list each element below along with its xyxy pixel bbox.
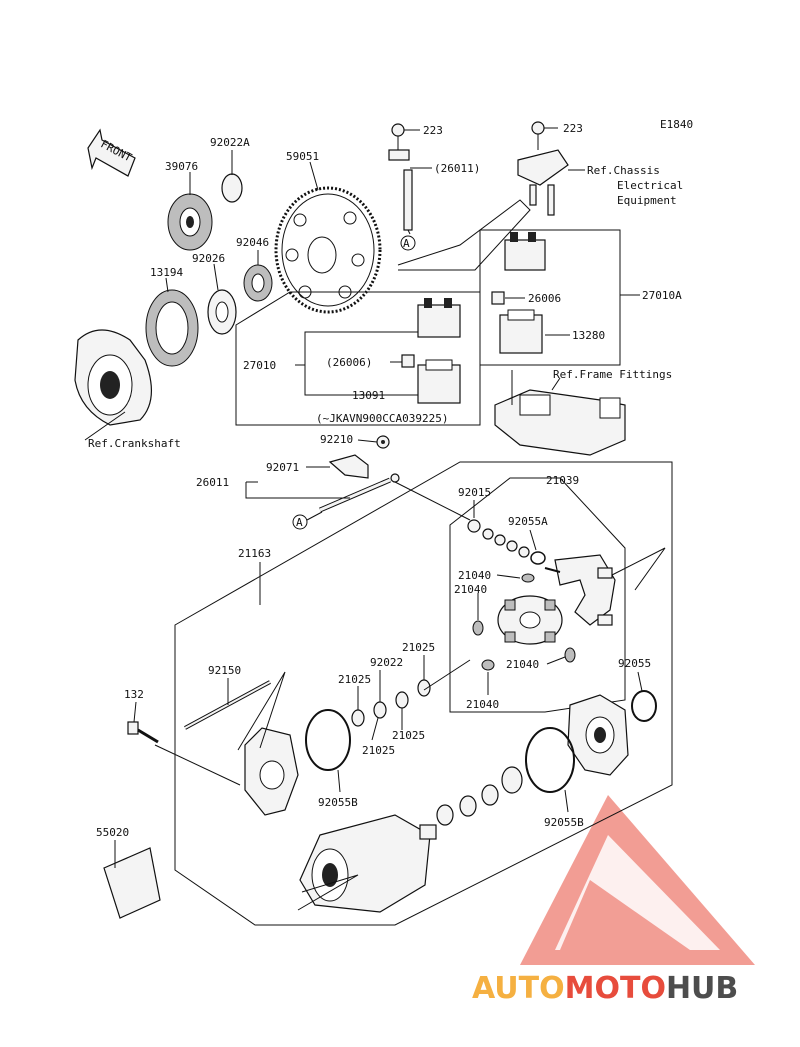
brush-assembly — [544, 554, 616, 626]
motor-yoke — [299, 814, 437, 913]
label-223-b: 223 — [563, 122, 583, 135]
sleeve-55020 — [103, 847, 161, 919]
box-21039 — [449, 477, 626, 713]
fuse-26006 — [491, 291, 505, 305]
label-21025-3: 21025 — [362, 744, 395, 757]
label-92055b-left: 92055B — [318, 796, 358, 809]
end-cover-left — [244, 727, 299, 816]
label-59051: 59051 — [286, 150, 319, 163]
ref-crankshaft: Ref.Crankshaft — [88, 437, 181, 450]
label-92150: 92150 — [208, 664, 241, 677]
callout-a-bottom: A — [296, 516, 303, 529]
label-21025-1: 21025 — [402, 641, 435, 654]
cap-92071 — [328, 454, 369, 479]
bearing-92046 — [243, 264, 273, 302]
label-223-a: 223 — [423, 124, 443, 137]
label-92015: 92015 — [458, 486, 491, 499]
label-132: 132 — [124, 688, 144, 701]
label-21163: 21163 — [238, 547, 271, 560]
box-21163 — [174, 461, 673, 926]
label-92055a: 92055A — [508, 515, 548, 528]
label-39076: 39076 — [165, 160, 198, 173]
gear-59051 — [274, 186, 382, 314]
bolt-223 — [517, 121, 569, 216]
oring-92055 — [631, 690, 657, 722]
callout-a-top: A — [403, 237, 410, 250]
label-92022: 92022 — [370, 656, 403, 669]
label-92046: 92046 — [236, 236, 269, 249]
label-26011-paren: (26011) — [434, 162, 480, 175]
bolt-132 — [127, 721, 159, 744]
label-21039: 21039 — [546, 474, 579, 487]
watermark-moto: MOTO — [565, 971, 666, 1006]
label-21040-1: 21040 — [458, 569, 491, 582]
ref-chassis-1: Ref.Chassis — [587, 164, 660, 177]
nut-92210 — [376, 435, 390, 449]
front-arrow: FRONT — [87, 128, 136, 177]
label-21040-2: 21040 — [454, 583, 487, 596]
watermark-hub: HUB — [666, 971, 738, 1006]
gear-39076 — [167, 193, 213, 251]
label-27010a: 27010A — [642, 289, 682, 302]
label-92055b-right: 92055B — [544, 816, 584, 829]
watermark-text: AUTOMOTOHUB — [472, 971, 738, 1006]
serial-range-note: (~JKAVN900CCA039225) — [316, 412, 448, 425]
label-55020: 55020 — [96, 826, 129, 839]
relay-27010 — [417, 298, 461, 338]
watermark-logo — [520, 795, 755, 965]
label-21025-4: 21025 — [392, 729, 425, 742]
ref-chassis-2: Electrical — [617, 179, 683, 192]
label-26006: 26006 — [528, 292, 561, 305]
label-92071: 92071 — [266, 461, 299, 474]
box-27010 — [235, 291, 481, 426]
label-21040-3: 21040 — [506, 658, 539, 671]
oring-92055b-left — [305, 709, 351, 771]
cover-13091 — [417, 359, 461, 404]
label-92055: 92055 — [618, 657, 651, 670]
frame-fittings — [494, 389, 626, 456]
label-26006-paren: (26006) — [326, 356, 372, 369]
ref-frame-fittings: Ref.Frame Fittings — [553, 368, 672, 381]
nuts-92015 — [467, 519, 530, 558]
label-27010: 27010 — [243, 359, 276, 372]
end-cover-right — [567, 694, 629, 776]
oring-92055b-right — [525, 727, 575, 793]
ref-chassis-3: Equipment — [617, 194, 677, 207]
label-92026: 92026 — [192, 252, 225, 265]
relay-27010a — [504, 232, 546, 271]
clutch-13194 — [145, 289, 199, 367]
flywheel — [74, 329, 153, 426]
springs-21040 — [472, 573, 576, 671]
fuse-26006-old — [401, 354, 415, 368]
washers-21025 — [351, 679, 431, 727]
label-13091: 13091 — [352, 389, 385, 402]
label-13194: 13194 — [150, 266, 183, 279]
label-21040-4: 21040 — [466, 698, 499, 711]
armature-washers — [436, 766, 523, 826]
brush-plate — [497, 595, 563, 645]
label-92022a: 92022A — [210, 136, 250, 149]
label-21025-2: 21025 — [338, 673, 371, 686]
watermark-auto: AUTO — [472, 971, 565, 1006]
cover-13280 — [499, 309, 543, 354]
label-26011: 26011 — [196, 476, 229, 489]
label-92210: 92210 — [320, 433, 353, 446]
rod-26011-top — [388, 123, 432, 251]
label-13280: 13280 — [572, 329, 605, 342]
washer-92022a — [221, 173, 243, 203]
oring-92055a — [530, 551, 546, 565]
diagram-code: E1840 — [660, 118, 693, 131]
cable-26011 — [319, 473, 400, 513]
